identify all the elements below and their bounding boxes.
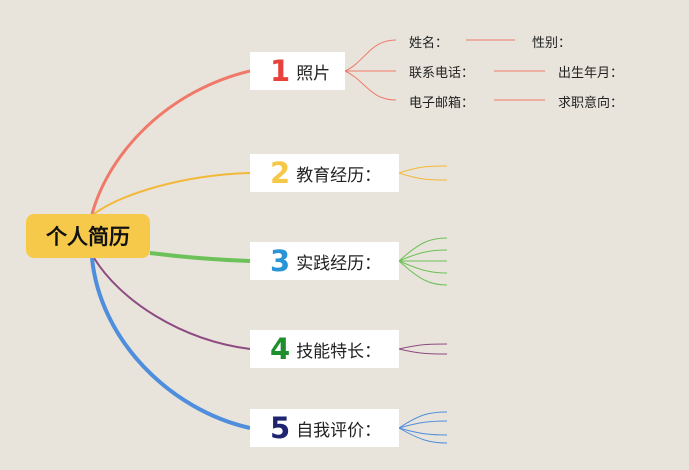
branch-number: 2 xyxy=(270,155,291,190)
branch-practice[interactable]: 3 实践经历： xyxy=(250,242,399,280)
field-birth: 出生年月： xyxy=(558,66,624,81)
branch-number: 5 xyxy=(270,410,291,445)
link-education xyxy=(93,172,251,215)
link-evaluation xyxy=(90,257,251,430)
branch-education[interactable]: 2 教育经历： xyxy=(250,154,399,192)
branch-label: 自我评价： xyxy=(296,420,382,441)
branch-label: 实践经历： xyxy=(296,253,382,274)
field-phone: 联系电话： xyxy=(409,66,475,81)
root-node[interactable]: 个人简历 xyxy=(26,214,150,258)
link-skills xyxy=(93,257,251,350)
field-objective: 求职意向： xyxy=(558,96,624,111)
link-photo xyxy=(90,69,251,215)
branch-label: 照片 xyxy=(296,63,331,84)
branch-number: 4 xyxy=(270,331,291,366)
branch-skills[interactable]: 4 技能特长： xyxy=(250,330,399,368)
link-photo-name xyxy=(344,39,397,72)
branch-evaluation[interactable]: 5 自我评价： xyxy=(250,409,399,447)
branch-label: 教育经历： xyxy=(296,165,382,186)
field-gender: 性别： xyxy=(532,36,572,51)
field-email: 电子邮箱： xyxy=(409,96,475,111)
branch-number: 1 xyxy=(270,53,291,88)
link-practice xyxy=(149,251,251,263)
link-photo-email xyxy=(344,70,397,101)
root-label: 个人简历 xyxy=(46,225,130,249)
branch-number: 3 xyxy=(270,243,291,278)
branch-label: 技能特长： xyxy=(296,341,382,362)
field-name: 姓名： xyxy=(409,36,449,51)
branch-photo[interactable]: 1 照片 xyxy=(250,52,345,90)
